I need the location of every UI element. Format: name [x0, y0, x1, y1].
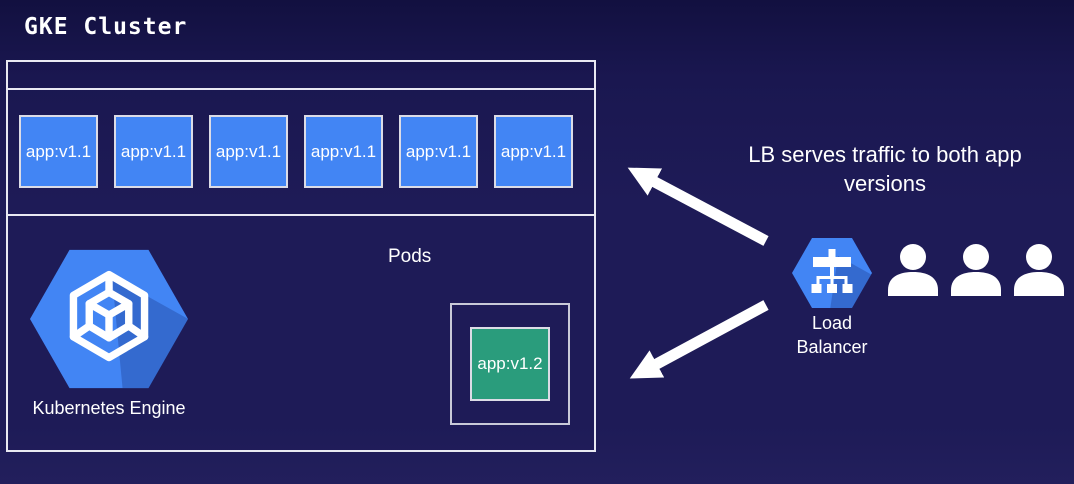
- cluster-header-divider: [8, 88, 594, 90]
- pod-label: app:v1.1: [120, 141, 187, 161]
- pods-row: app:v1.1 app:v1.1 app:v1.1 app:v1.1 app:…: [19, 115, 573, 188]
- v2-pod-label: app:v1.2: [477, 354, 543, 373]
- page-title: GKE Cluster: [24, 14, 188, 40]
- gke-cluster-box: app:v1.1 app:v1.1 app:v1.1 app:v1.1 app:…: [6, 60, 596, 452]
- pods-section-label: Pods: [388, 246, 432, 267]
- pod-label: app:v1.1: [215, 141, 282, 161]
- pod-box-3: app:v1.1: [209, 115, 288, 188]
- users-group: [886, 244, 1066, 296]
- user-icon: [951, 244, 1001, 296]
- user-icon: [888, 244, 938, 296]
- user-icon: [1014, 244, 1064, 296]
- pod-label: app:v1.1: [500, 141, 567, 161]
- v2-pod-outline-box: app:v1.2: [450, 303, 570, 425]
- lower-traffic-arrow: [629, 300, 769, 379]
- pod-box-4: app:v1.1: [304, 115, 383, 188]
- load-balancer-icon: [792, 238, 872, 308]
- pod-box-6: app:v1.1: [494, 115, 573, 188]
- pod-box-2: app:v1.1: [114, 115, 193, 188]
- pod-box-1: app:v1.1: [19, 115, 98, 188]
- cluster-mid-divider: [8, 214, 594, 216]
- kubernetes-engine-icon: [30, 249, 188, 389]
- pod-label: app:v1.1: [25, 141, 92, 161]
- kubernetes-engine-label: Kubernetes Engine: [32, 398, 186, 418]
- v2-pod-box: app:v1.2: [470, 327, 550, 401]
- pod-label: app:v1.1: [405, 141, 472, 161]
- pod-box-5: app:v1.1: [399, 115, 478, 188]
- load-balancer-label: Load Balancer: [796, 313, 868, 357]
- pod-label: app:v1.1: [310, 141, 377, 161]
- lb-annotation: LB serves traffic to both app versions: [748, 142, 1022, 197]
